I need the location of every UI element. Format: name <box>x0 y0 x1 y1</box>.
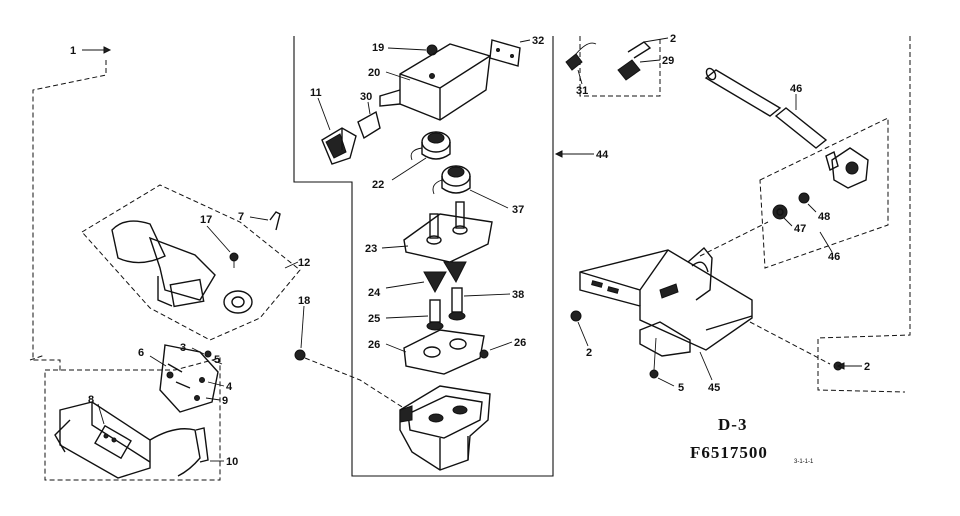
coil-22: 22 <box>372 131 451 191</box>
callout-label: 44 <box>596 149 609 161</box>
callout-label: 6 <box>138 347 144 359</box>
spring-38: 38 <box>448 287 524 321</box>
fitting-47: 47 <box>772 204 806 235</box>
revision-mark: 3-1-1-1 <box>794 459 814 465</box>
callout-label: 17 <box>200 214 212 226</box>
drawing-number: F6517500 <box>690 443 768 462</box>
callout-label: 25 <box>368 313 380 325</box>
callout-12: 12 <box>284 257 310 269</box>
screw-2-left: 2 <box>570 310 592 359</box>
valve-plate-23: 23 <box>365 201 493 263</box>
drawing-label: D-3 <box>718 415 747 434</box>
callout-44: 44 <box>554 149 609 161</box>
callout-label: 12 <box>298 257 310 269</box>
gasket-30: 30 <box>357 91 381 140</box>
callout-9: 9 <box>205 395 228 407</box>
valve-46-sub: 46 <box>819 147 869 263</box>
callout-label: 7 <box>238 211 244 223</box>
callout-label: 2 <box>670 33 676 45</box>
drawing-identification: D-3 F6517500 3-1-1-1 <box>690 415 814 465</box>
callout-label: 32 <box>532 35 544 47</box>
thermocouple-11: 11 <box>310 87 357 165</box>
screw-17: 17 <box>200 214 239 268</box>
bracket-45: 45 <box>579 246 753 394</box>
callout-label: 4 <box>226 381 233 393</box>
ignitor-housing-12 <box>81 184 301 341</box>
callout-label: 10 <box>226 456 238 468</box>
connector-29: 2 29 <box>617 33 676 81</box>
callout-label: 24 <box>368 287 381 299</box>
callout-4: 4 <box>207 381 233 393</box>
clip-31: 31 <box>565 42 597 97</box>
callout-label: 8 <box>88 394 94 406</box>
callout-label: 37 <box>512 204 524 216</box>
callout-label: 3 <box>180 342 186 354</box>
callout-label: 5 <box>678 382 684 394</box>
callout-label: 5 <box>214 354 220 366</box>
plate-32: 32 <box>489 35 544 67</box>
pipe-46: 46 <box>704 67 828 149</box>
callout-label: 22 <box>372 179 384 191</box>
spark-module-8: 8 <box>54 394 151 479</box>
callout-label: 30 <box>360 91 372 103</box>
screw-2-right: 2 <box>749 321 870 373</box>
callout-label: 26 <box>368 339 380 351</box>
callout-label: 47 <box>794 223 806 235</box>
screw-26-right: 26 <box>479 337 526 359</box>
screw-5-right: 5 <box>649 337 684 394</box>
coil-37: 37 <box>432 165 524 216</box>
callout-5-left: 5 <box>211 354 223 366</box>
callout-label: 45 <box>708 382 720 394</box>
callout-label: 38 <box>512 289 524 301</box>
callout-label: 18 <box>298 295 310 307</box>
callout-label: 23 <box>365 243 377 255</box>
wire-10: 10 <box>149 427 238 477</box>
callout-label: 48 <box>818 211 830 223</box>
fitting-48: 48 <box>798 192 830 223</box>
valve-body <box>399 385 491 471</box>
callout-label: 31 <box>576 85 588 97</box>
diaphragm-24: 24 <box>368 261 467 299</box>
switch-bracket-assembly <box>159 344 219 413</box>
screw-19: 19 <box>372 42 438 56</box>
clip-7: 7 <box>238 211 281 231</box>
callout-label: 19 <box>372 42 384 54</box>
callout-label: 26 <box>514 337 526 349</box>
bracket-20: 20 <box>368 43 491 121</box>
callout-6: 6 <box>138 347 167 367</box>
callout-label: 46 <box>790 83 802 95</box>
callout-label: 9 <box>222 395 228 407</box>
assembly-boundaries <box>29 36 911 481</box>
callout-label: 1 <box>70 45 76 57</box>
callout-label: 2 <box>864 361 870 373</box>
dash-link-46 <box>699 221 769 257</box>
callout-1: 1 <box>70 45 112 57</box>
callout-3: 3 <box>180 342 205 355</box>
gasket-26: 26 <box>368 329 485 375</box>
callout-label: 20 <box>368 67 380 79</box>
nut-18: 18 <box>294 295 411 413</box>
callout-label: 11 <box>310 87 322 99</box>
callout-label: 29 <box>662 55 674 67</box>
spring-25: 25 <box>368 299 444 331</box>
callout-label: 46 <box>828 251 840 263</box>
callout-label: 2 <box>586 347 592 359</box>
